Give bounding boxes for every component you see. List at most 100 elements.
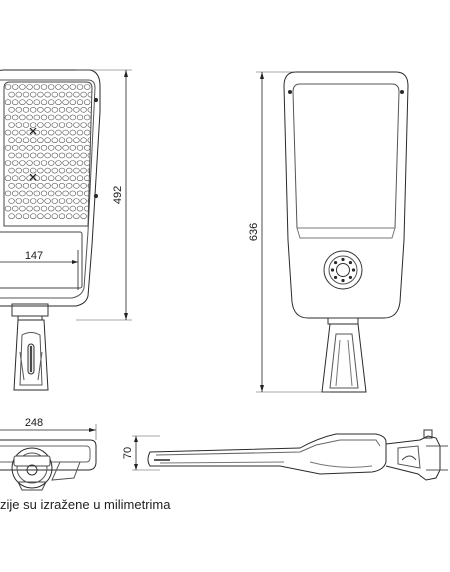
front-view (0, 69, 132, 391)
led-lens (69, 160, 77, 166)
led-lens (58, 152, 66, 159)
led-lens (58, 167, 66, 174)
led-lens (80, 91, 87, 98)
led-lens (4, 84, 12, 90)
led-lens (51, 91, 58, 98)
led-lens (58, 198, 66, 204)
led-lens (37, 183, 44, 189)
units-caption: zije su izražene u milimetrima (0, 497, 171, 512)
led-lens (22, 183, 30, 189)
led-lens (76, 84, 84, 90)
led-lens (73, 152, 80, 159)
led-lens (65, 122, 73, 128)
led-lens (55, 145, 62, 151)
socket-pin (341, 257, 345, 262)
led-lens (30, 91, 37, 98)
led-lens (11, 145, 19, 151)
led-lens (30, 213, 37, 219)
socket-pin (348, 275, 353, 280)
led-lens (22, 137, 30, 143)
led-lens (37, 122, 44, 128)
led-lens (11, 129, 19, 136)
socket-pin (333, 260, 338, 265)
led-lens (8, 198, 15, 204)
led-lens (83, 84, 91, 90)
led-lens (30, 137, 37, 143)
led-lens (22, 198, 30, 204)
led-lens (69, 175, 77, 181)
led-lens (76, 160, 84, 166)
led-lens (30, 122, 37, 128)
led-lens (44, 213, 51, 219)
led-lens (87, 91, 92, 98)
led-lens (62, 145, 69, 151)
led-lens (69, 145, 77, 151)
led-lens (55, 129, 62, 136)
led-lens (8, 183, 15, 189)
led-lens (83, 129, 91, 136)
led-lens (8, 152, 15, 159)
led-lens (33, 205, 40, 212)
led-lens (73, 107, 80, 113)
led-lens (65, 213, 73, 219)
led-lens (80, 213, 87, 219)
led-lens (26, 129, 33, 136)
led-lens (37, 167, 44, 174)
led-lens (40, 99, 48, 105)
led-lens (65, 107, 73, 113)
led-lens (15, 122, 22, 128)
led-lens (83, 145, 91, 151)
led-lens (4, 114, 12, 121)
led-lens (55, 205, 62, 212)
led-lens (47, 99, 55, 105)
led-lens (73, 183, 80, 189)
side-housing-outline (147, 433, 387, 475)
front-housing-outline (0, 69, 101, 307)
led-lens (15, 91, 22, 98)
led-lens (44, 167, 51, 174)
led-lens (33, 99, 40, 105)
led-lens (8, 122, 15, 128)
led-lens (55, 114, 62, 121)
led-lens (62, 190, 69, 197)
led-lens (80, 122, 87, 128)
led-lens (26, 205, 33, 212)
led-panel (3, 81, 93, 227)
led-lens (44, 137, 51, 143)
led-lens (58, 91, 66, 98)
led-lens (11, 190, 19, 197)
side-height-label: 70 (122, 447, 134, 459)
led-lens (69, 129, 77, 136)
led-lens (47, 175, 55, 181)
led-lens (87, 107, 92, 113)
led-lens (19, 129, 26, 136)
led-lens (51, 122, 58, 128)
led-lens (33, 84, 40, 90)
led-lens (51, 183, 58, 189)
led-lens (55, 160, 62, 166)
led-lens (40, 145, 48, 151)
led-lens (80, 198, 87, 204)
led-lens (47, 129, 55, 136)
led-lens (30, 107, 37, 113)
led-lens (40, 114, 48, 121)
led-lens (44, 91, 51, 98)
socket-pin (333, 275, 338, 280)
led-lens (80, 107, 87, 113)
led-lens (4, 99, 12, 105)
height-rear-label: 636 (248, 223, 260, 241)
led-lens (55, 99, 62, 105)
led-lens (15, 107, 22, 113)
led-lens (51, 107, 58, 113)
panel-marker-icon (29, 127, 37, 181)
led-lens (55, 84, 62, 90)
led-lens (15, 137, 22, 143)
socket-pin (348, 260, 353, 265)
socket-pin (330, 268, 335, 272)
led-lens (8, 213, 15, 219)
led-lens (76, 190, 84, 197)
led-lens (37, 91, 44, 98)
led-lens (4, 145, 12, 151)
led-lens (44, 107, 51, 113)
led-lens (55, 190, 62, 197)
